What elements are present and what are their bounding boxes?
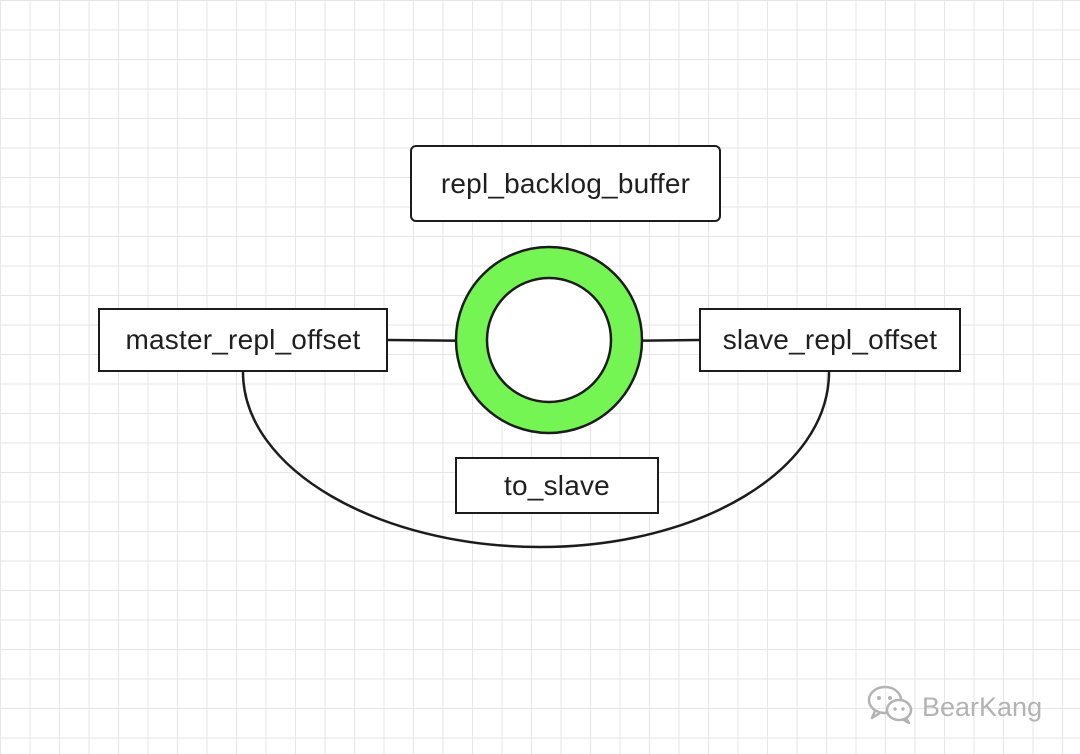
ring-buffer <box>455 246 643 434</box>
watermark: BearKang <box>866 684 1042 731</box>
slave-repl-offset-label: slave_repl_offset <box>722 324 938 355</box>
ring-outer-edge <box>454 245 644 435</box>
to-slave-box: to_slave <box>455 457 659 514</box>
watermark-text: BearKang <box>922 692 1043 722</box>
ring-inner-edge <box>485 276 613 404</box>
repl-backlog-buffer-box: repl_backlog_buffer <box>410 145 721 222</box>
to-slave-label: to_slave <box>504 469 610 501</box>
slave-repl-offset-box: slave_repl_offset <box>699 308 961 372</box>
offset-arc <box>241 371 831 549</box>
wechat-icon <box>866 684 914 731</box>
master-repl-offset-box: master_repl_offset <box>98 308 388 372</box>
master-repl-offset-label: master_repl_offset <box>125 324 361 355</box>
repl-backlog-buffer-label: repl_backlog_buffer <box>440 167 691 199</box>
